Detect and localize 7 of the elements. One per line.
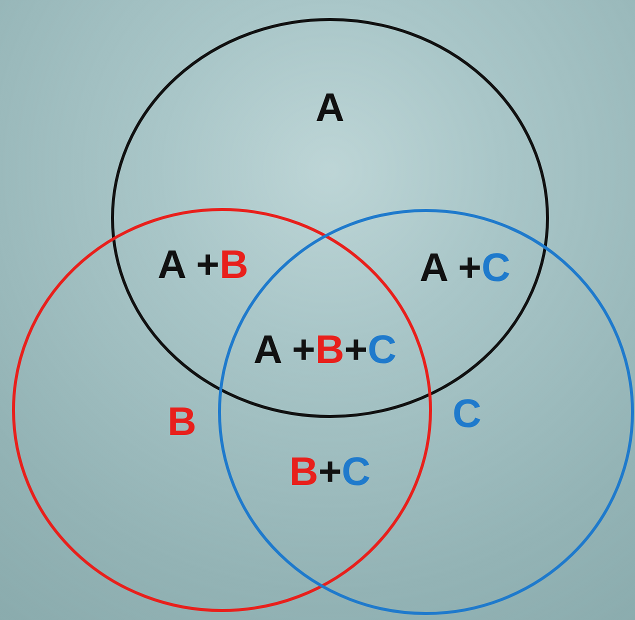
intersection-label: B+C — [289, 452, 371, 492]
intersection-label: A +B — [158, 245, 248, 285]
set-label: A — [316, 88, 344, 128]
set-label: C — [452, 394, 482, 434]
intersection-label: A +B+C — [253, 330, 397, 370]
set-label: B — [168, 402, 196, 442]
intersection-label: A +C — [420, 248, 510, 288]
